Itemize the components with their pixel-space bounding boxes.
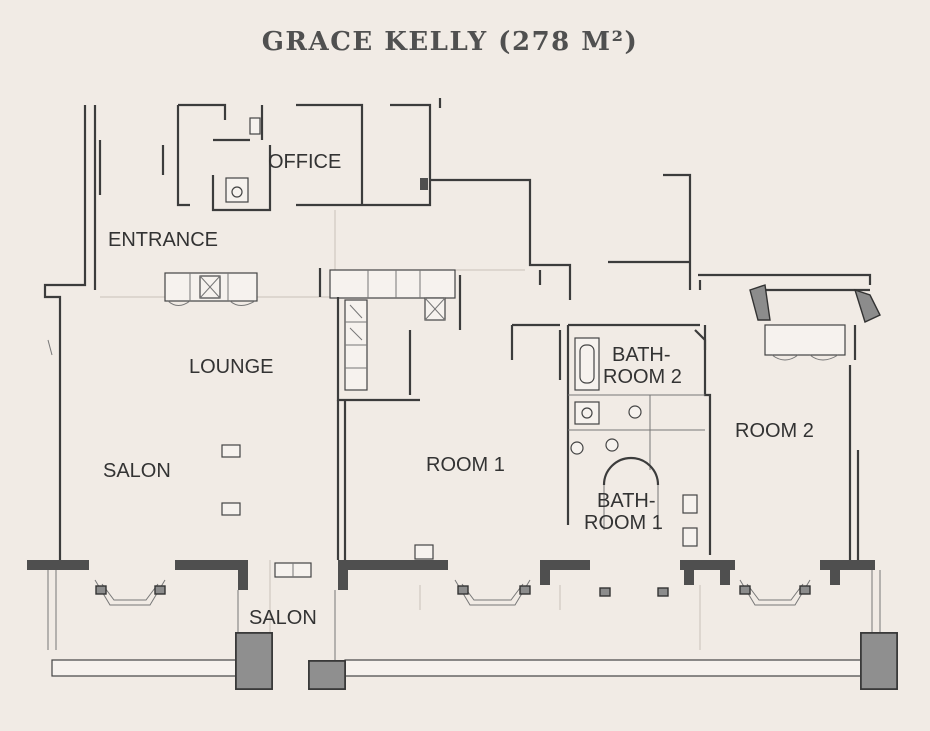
- room-label-entrance: ENTRANCE: [108, 229, 218, 251]
- room-label-bathroom1-line2: ROOM 1: [584, 512, 663, 534]
- room-label-lounge: LOUNGE: [189, 356, 273, 378]
- room-label-bathroom1-line1: BATH-: [597, 490, 656, 512]
- toilet-bowl-icon: [231, 186, 243, 198]
- south-facade: [27, 560, 898, 690]
- floor-outlet-icon: [221, 502, 241, 516]
- bidet-icon: [628, 405, 642, 419]
- plan-title: GRACE KELLY (278 M²): [261, 27, 639, 57]
- west-walls: [43, 105, 102, 560]
- sink2-icon: [682, 527, 698, 547]
- room-label-office: OFFICE: [268, 151, 341, 173]
- room-label-room2: ROOM 2: [735, 420, 814, 442]
- wall-cabinet-icon: [249, 117, 261, 135]
- room-label-salon: SALON: [103, 460, 171, 482]
- wardrobe: [318, 268, 462, 402]
- room-label-salon-balcony: SALON: [249, 607, 317, 629]
- room-label-bathroom2-line2: ROOM 2: [603, 366, 682, 388]
- office-walls: [161, 98, 442, 212]
- room2-wardrobe: [749, 284, 881, 361]
- floor-outlet-icon: [221, 444, 241, 458]
- room-label-room1: ROOM 1: [426, 454, 505, 476]
- entrance-cabinet: [164, 272, 258, 306]
- bathroom-block: [510, 323, 712, 555]
- sink1-icon: [682, 494, 698, 514]
- room-label-bathroom2-line1: BATH-: [612, 344, 671, 366]
- corridor-walls: [430, 173, 872, 380]
- interior-walls: [336, 288, 870, 560]
